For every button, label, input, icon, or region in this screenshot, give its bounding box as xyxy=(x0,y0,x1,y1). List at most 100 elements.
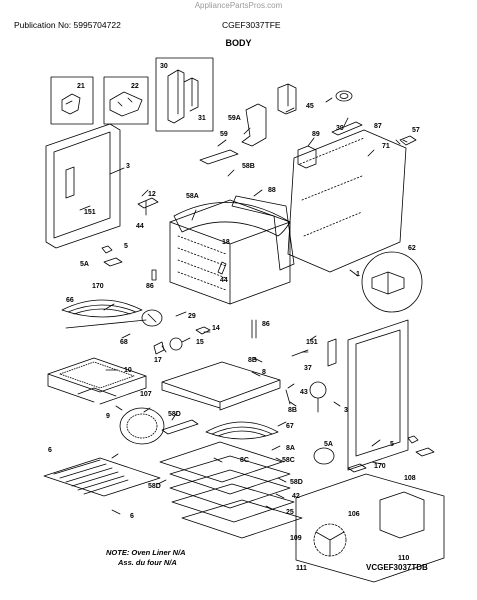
part-14 xyxy=(195,326,211,335)
inset-box-30 xyxy=(155,57,214,132)
callout-58D-right: 58D xyxy=(290,479,303,486)
lower-panel-58C xyxy=(169,455,291,495)
callout-107: 107 xyxy=(140,391,152,398)
callout-3-top: 3 xyxy=(126,163,130,170)
callout-30: 30 xyxy=(160,63,168,70)
part-29 xyxy=(141,309,163,327)
oven-cavity-edges xyxy=(169,221,291,305)
part-5-right xyxy=(407,435,419,444)
callout-6-bottom: 6 xyxy=(130,513,134,520)
callout-39: 39 xyxy=(336,125,344,132)
callout-58C: 58C xyxy=(282,457,295,464)
callout-58D-top: 58D xyxy=(168,411,181,418)
part-86-right xyxy=(251,319,257,339)
callout-1: 1 xyxy=(356,271,360,278)
callout-8C: 8C xyxy=(240,457,249,464)
callout-22: 22 xyxy=(131,83,139,90)
convection-fan-inset xyxy=(295,473,445,583)
oven-door-front xyxy=(45,123,121,249)
callout-25: 25 xyxy=(286,509,294,516)
lower-panel-8C xyxy=(159,441,283,483)
part-5A-right xyxy=(313,447,335,465)
part-59 xyxy=(199,149,239,165)
publication-number: Publication No: 5995704722 xyxy=(14,20,121,30)
rear-panel-detail xyxy=(299,137,365,237)
callout-151-right: 151 xyxy=(306,339,318,346)
part-12 xyxy=(137,197,159,216)
fan-motor-108 xyxy=(379,491,425,539)
callout-8: 8 xyxy=(262,369,266,376)
screw-43 xyxy=(309,381,327,413)
inset-box-21 xyxy=(50,76,94,125)
part-15 xyxy=(169,337,183,351)
rail-30 xyxy=(167,69,199,124)
part-45 xyxy=(277,83,297,115)
callout-3-right: 3 xyxy=(344,407,348,414)
fan-guard-107 xyxy=(119,407,165,445)
part-170-right-2 xyxy=(415,447,435,457)
callout-59: 59 xyxy=(220,131,228,138)
note-oven-liner-fr: Ass. du four N/A xyxy=(118,558,177,567)
oven-frame-58B xyxy=(231,195,295,271)
callout-59A: 59A xyxy=(228,115,241,122)
inset-box-22 xyxy=(103,76,149,125)
lower-panel-42 xyxy=(171,483,295,523)
callout-151-left: 151 xyxy=(84,209,96,216)
callout-44-center: 44 xyxy=(220,277,228,284)
door-glass-inner xyxy=(53,131,111,239)
callout-108: 108 xyxy=(404,475,416,482)
fan-guard-grille xyxy=(126,413,158,439)
lower-panel-58D xyxy=(169,469,291,509)
callout-18: 18 xyxy=(222,239,230,246)
callout-62: 62 xyxy=(408,245,416,252)
callout-58D-left: 58D xyxy=(148,483,161,490)
drawer-base xyxy=(77,387,117,397)
callout-89: 89 xyxy=(312,131,320,138)
bottom-tray-8 xyxy=(161,361,281,411)
callout-44-left: 44 xyxy=(136,223,144,230)
callout-5A-right: 5A xyxy=(324,441,333,448)
part-151-right xyxy=(327,338,337,367)
oven-cavity xyxy=(169,199,291,305)
callout-9: 9 xyxy=(106,413,110,420)
callout-37: 37 xyxy=(304,365,312,372)
door-hinge-151 xyxy=(65,166,75,199)
callout-86-left: 86 xyxy=(146,283,154,290)
lower-panel-25 xyxy=(181,499,303,539)
broil-element-66 xyxy=(61,299,143,318)
diagram-code: VCGEF3037TDB xyxy=(366,563,428,572)
callout-42: 42 xyxy=(292,493,300,500)
oven-rack-bars xyxy=(53,459,129,495)
callout-8B-right: 8B xyxy=(288,407,297,414)
callout-31: 31 xyxy=(198,115,206,122)
part-170-right xyxy=(347,463,367,473)
part-8B-right xyxy=(285,389,291,405)
callout-68: 68 xyxy=(120,339,128,346)
callout-88: 88 xyxy=(268,187,276,194)
part-86-left xyxy=(151,269,157,281)
part-89 xyxy=(297,145,317,169)
note-oven-liner: NOTE: Oven Liner N/A xyxy=(106,548,186,557)
callout-106: 106 xyxy=(348,511,360,518)
callout-86-right: 86 xyxy=(262,321,270,328)
model-number: CGEF3037TFE xyxy=(222,20,281,30)
bracket-59A xyxy=(241,103,267,147)
callout-5-left: 5 xyxy=(124,243,128,250)
part-37 xyxy=(291,349,309,357)
callout-10: 10 xyxy=(124,367,132,374)
callout-58A: 58A xyxy=(186,193,199,200)
section-title: BODY xyxy=(225,38,252,48)
callout-71: 71 xyxy=(382,143,390,150)
drawer-10 xyxy=(47,357,147,405)
callout-170-right: 170 xyxy=(374,463,386,470)
callout-43: 43 xyxy=(300,389,308,396)
callout-45: 45 xyxy=(306,103,314,110)
bake-element-67 xyxy=(205,421,279,440)
callout-14: 14 xyxy=(212,325,220,332)
storage-door-3 xyxy=(347,319,409,471)
part-39 xyxy=(335,90,353,102)
callout-29: 29 xyxy=(188,313,196,320)
element-shield-68 xyxy=(65,319,147,329)
storage-door-inner xyxy=(355,329,401,457)
